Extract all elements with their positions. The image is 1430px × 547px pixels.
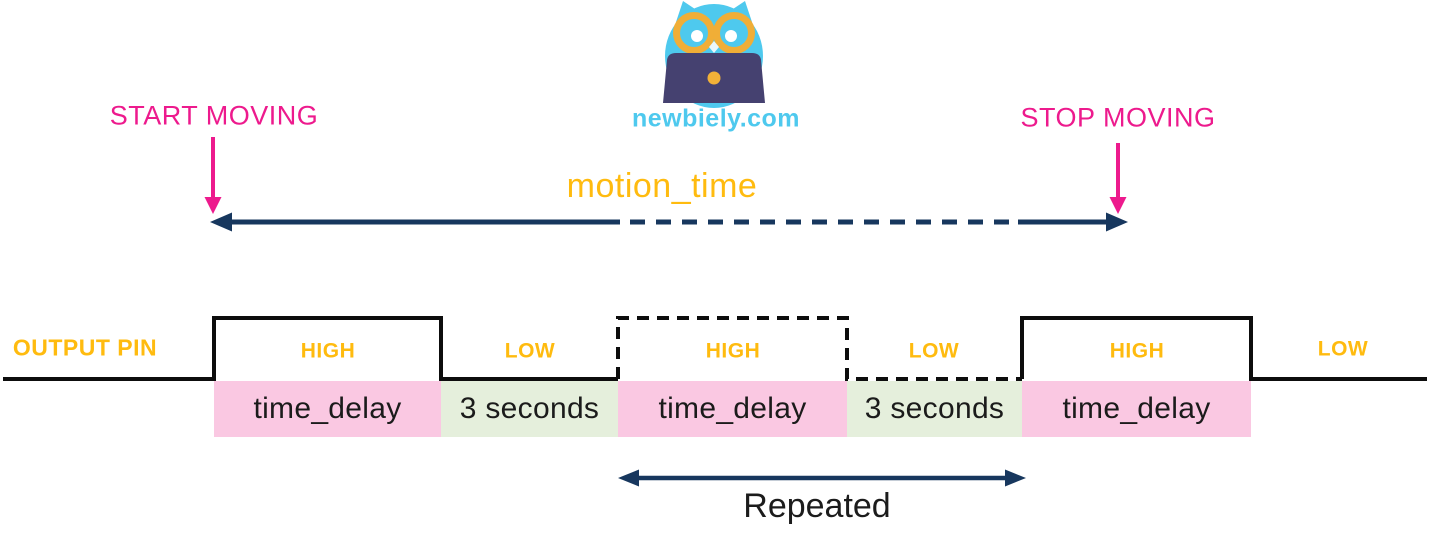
state-label-low-1: LOW <box>504 339 556 363</box>
band-label: 3 seconds <box>864 392 1005 425</box>
repeated-arrow <box>618 469 1026 487</box>
band-3-seconds-2: 3 seconds <box>847 381 1022 437</box>
start-moving-arrow <box>204 137 222 214</box>
band-3-seconds-1: 3 seconds <box>441 381 618 437</box>
band-time-delay-2: time_delay <box>618 381 847 437</box>
waveform-dashed-segment <box>616 316 1022 381</box>
stop-moving-label: STOP MOVING <box>1020 102 1216 133</box>
band-label: 3 seconds <box>459 392 600 425</box>
band-label: time_delay <box>1062 392 1211 425</box>
owl-with-laptop-icon <box>663 1 765 108</box>
motion-time-label: motion_time <box>566 167 758 205</box>
waveform-trace <box>3 316 1427 381</box>
waveform-solid-segment-2 <box>1020 316 1427 381</box>
site-name: newbiely.com <box>631 104 801 133</box>
band-time-delay-1: time_delay <box>214 381 441 437</box>
repeated-label: Repeated <box>743 487 891 525</box>
waveform-solid-segment-1 <box>3 316 618 381</box>
state-label-high-2: HIGH <box>705 339 761 363</box>
band-label: time_delay <box>253 392 402 425</box>
band-label: time_delay <box>658 392 807 425</box>
state-label-high-1: HIGH <box>300 339 356 363</box>
band-time-delay-3: time_delay <box>1022 381 1251 437</box>
state-label-high-3: HIGH <box>1109 339 1165 363</box>
state-label-low-2: LOW <box>908 339 960 363</box>
stop-moving-arrow <box>1109 143 1127 214</box>
motion-time-arrow <box>210 212 1128 232</box>
state-label-low-3: LOW <box>1317 337 1369 361</box>
start-moving-label: START MOVING <box>109 100 319 131</box>
output-pin-label: OUTPUT PIN <box>12 334 158 361</box>
